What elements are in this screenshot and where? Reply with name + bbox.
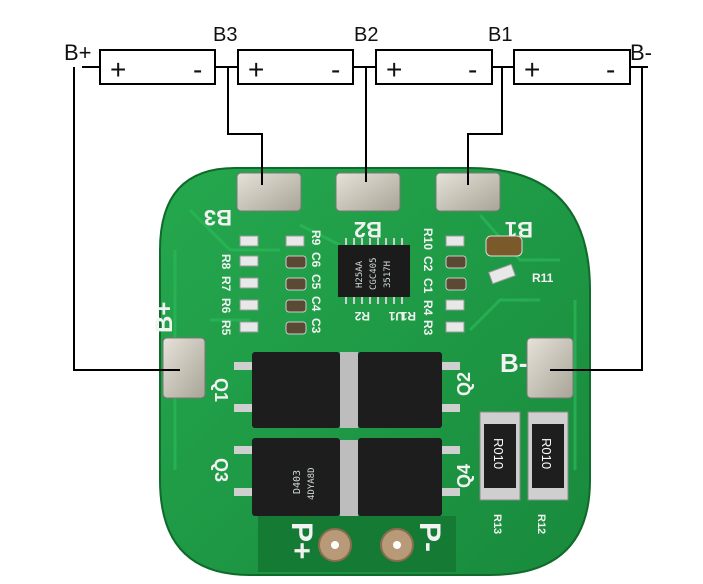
silk-r10: R10	[421, 228, 435, 250]
resistor-marking-r13: R010	[491, 438, 506, 469]
silk-c4: C4	[309, 296, 323, 312]
silk-r5: R5	[219, 320, 233, 336]
pad-label-bminus: B-	[500, 348, 527, 378]
node-label-b3: B3	[213, 24, 237, 46]
silk-r13: R13	[491, 514, 503, 534]
silk-r11: R11	[532, 271, 554, 285]
pad-bplus	[162, 337, 206, 399]
silk-c5: C5	[309, 274, 323, 290]
node-label-bminus: B-	[630, 40, 652, 65]
silk-q4: Q4	[454, 464, 474, 488]
silk-r6: R6	[219, 298, 233, 314]
battery-cell-3: + -	[375, 49, 493, 85]
silk-c3: C3	[309, 318, 323, 334]
silk-c6: C6	[309, 252, 323, 268]
pad-label-pplus: P+	[285, 522, 318, 560]
protection-ic: H25AA CGC405 3517H	[338, 238, 410, 304]
silk-r3: R3	[421, 320, 435, 336]
pad-label-b2: B2	[354, 217, 382, 242]
silk-r2: R2	[354, 309, 370, 323]
smd-left-column	[239, 235, 307, 335]
silk-r4: R4	[421, 300, 435, 316]
battery-cell-4: + -	[513, 49, 631, 85]
mosfet-q3	[252, 438, 340, 516]
ic-marking-1: H25AA	[355, 260, 365, 288]
wiring	[73, 66, 648, 371]
silk-c2: C2	[421, 256, 435, 272]
ic-marking-2: CGC405	[369, 257, 379, 290]
cell-4-plus: +	[524, 54, 540, 85]
sense-resistors: R010 R010 R13 R12	[479, 411, 569, 534]
cell-1-plus: +	[110, 54, 126, 85]
cell-4-minus: -	[606, 54, 615, 85]
node-label-bplus: B+	[64, 40, 92, 65]
silk-c1: C1	[421, 278, 435, 294]
silk-r8: R8	[219, 254, 233, 270]
cell-3-minus: -	[468, 54, 477, 85]
pad-label-pminus: P-	[413, 522, 446, 552]
silk-r12: R12	[535, 514, 547, 534]
pad-label-bplus: B+	[151, 302, 178, 333]
cell-3-plus: +	[386, 54, 402, 85]
battery-cell-2: + -	[237, 49, 354, 85]
mosfet-marking-q3-2: 4DYA8D	[307, 467, 317, 500]
battery-cell-1: + -	[99, 49, 216, 85]
output-pads: P+ P-	[258, 516, 456, 572]
pad-bminus	[526, 337, 574, 399]
silk-r9: R9	[309, 230, 323, 246]
mosfet-q1	[252, 352, 340, 428]
pad-label-b3: B3	[204, 205, 232, 230]
silk-r7: R7	[219, 276, 233, 292]
resistor-marking-r12: R010	[539, 438, 554, 469]
silk-r1: R1	[400, 309, 416, 323]
mosfet-q4	[358, 438, 442, 516]
node-label-b1: B1	[488, 24, 512, 46]
mosfet-q2	[358, 352, 442, 428]
silk-q3: Q3	[211, 458, 231, 482]
cell-2-plus: +	[248, 54, 264, 85]
node-label-b2: B2	[354, 24, 378, 46]
silk-q2: Q2	[454, 372, 474, 396]
mosfet-array: D403 4DYA8D	[234, 352, 460, 516]
mosfet-marking-q3-1: D403	[292, 470, 303, 494]
cell-1-minus: -	[193, 54, 202, 85]
silk-q1: Q1	[211, 378, 231, 402]
ic-marking-3: 3517H	[383, 261, 393, 288]
cell-2-minus: -	[331, 54, 340, 85]
smd-right-column	[445, 235, 523, 333]
pad-b3	[236, 172, 302, 212]
pad-b2	[335, 172, 401, 212]
silk-u1: U1	[388, 309, 404, 323]
